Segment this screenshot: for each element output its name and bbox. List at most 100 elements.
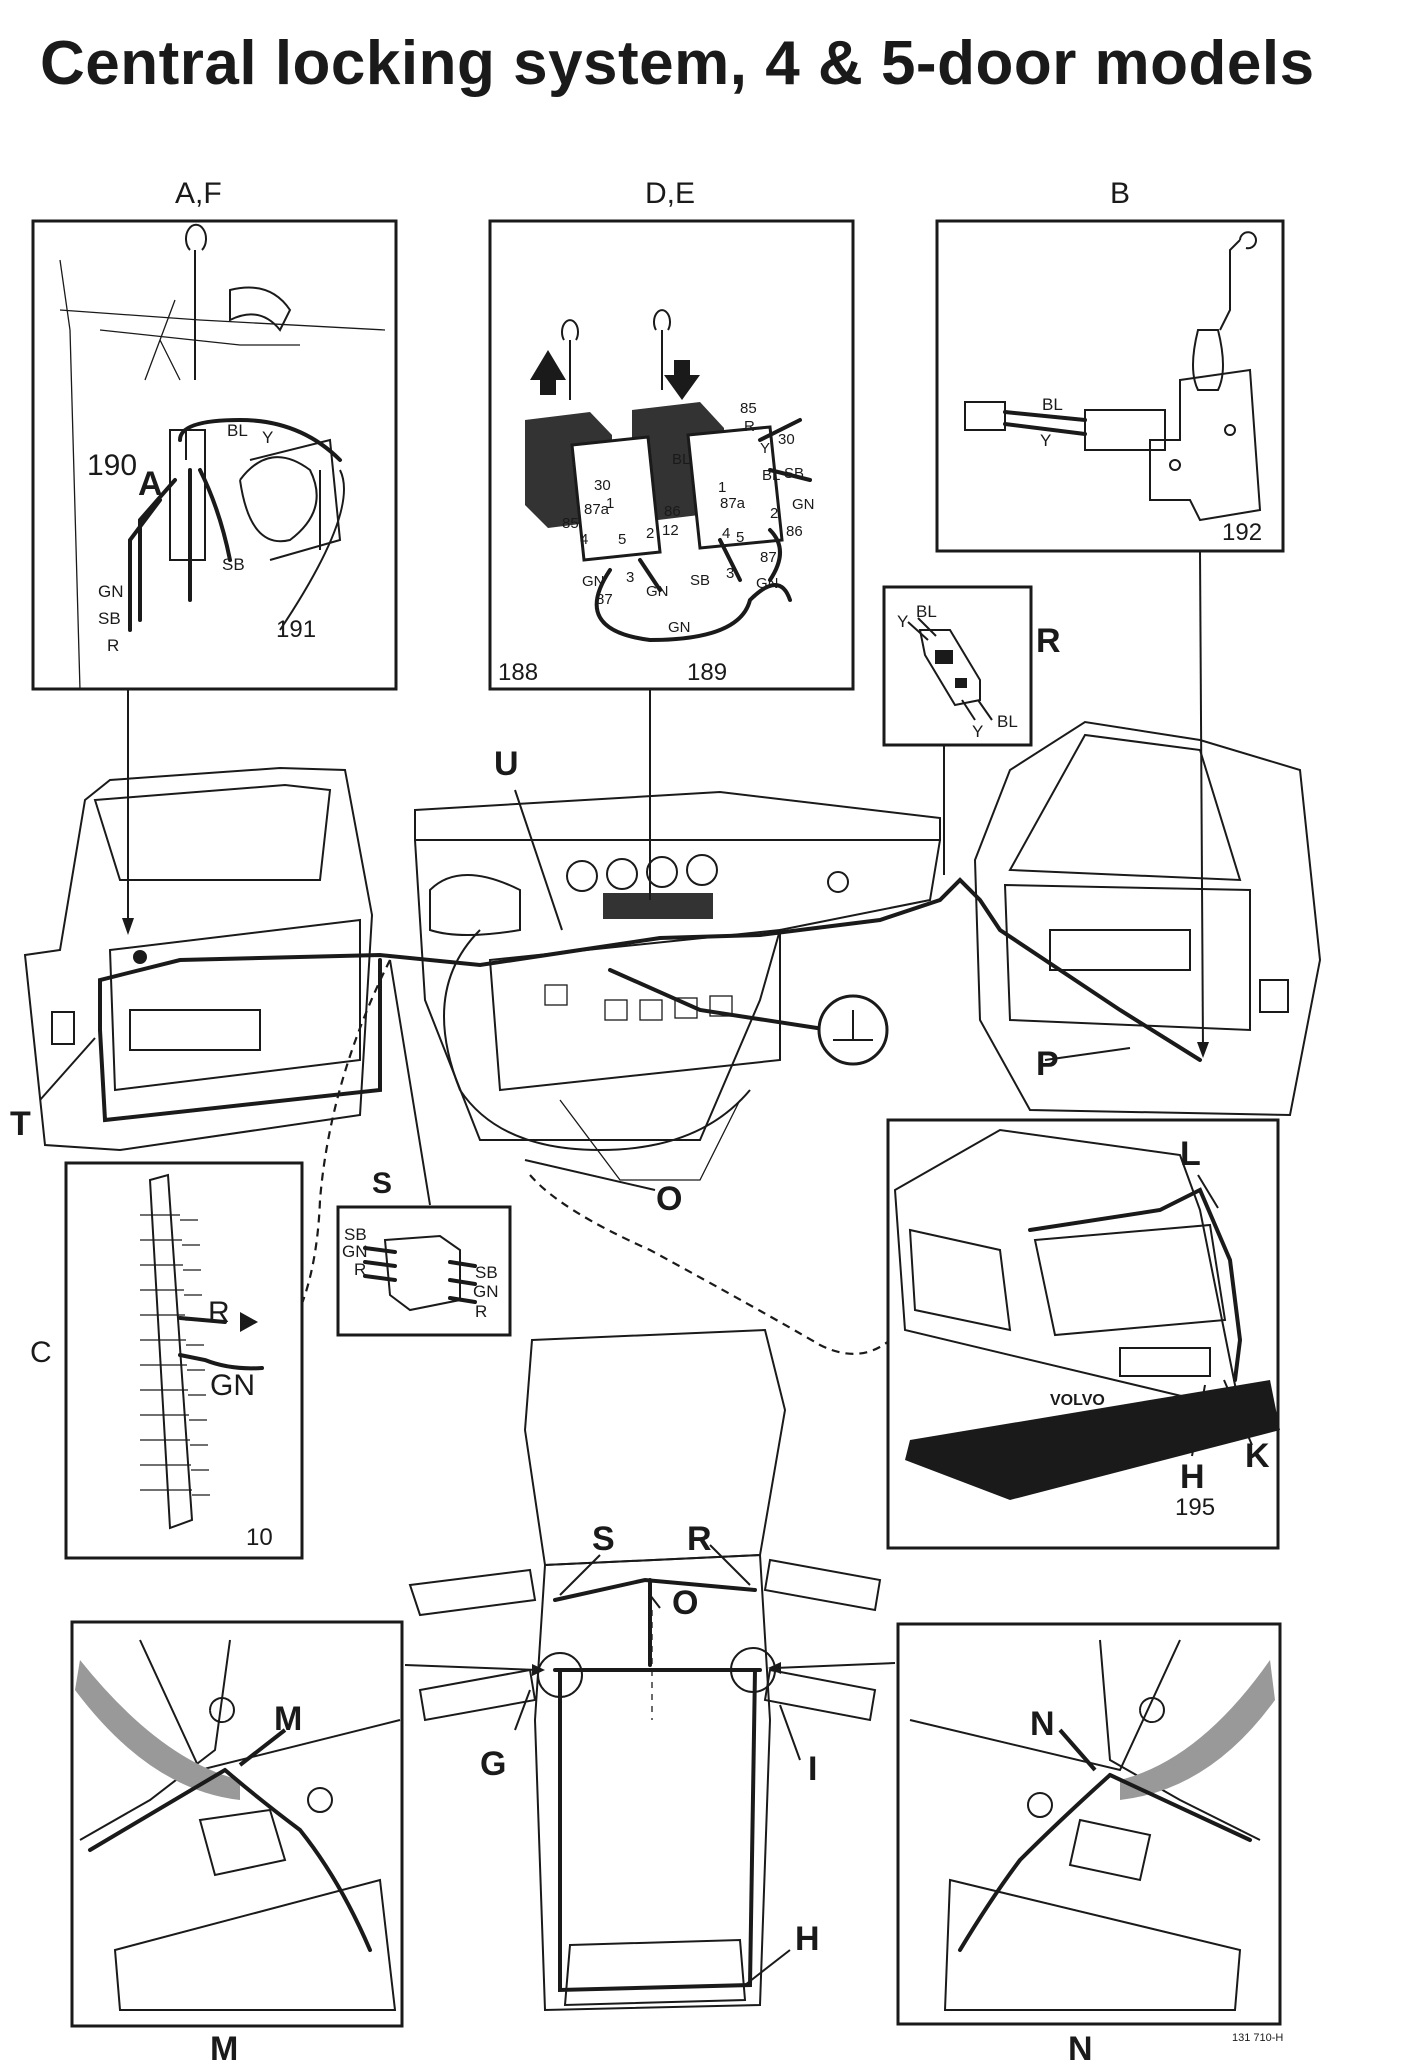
panel-s: S SB GN R SB GN R (336, 1167, 512, 1337)
pin-gn-right: GN (792, 496, 815, 513)
panel-s-frame (336, 1205, 512, 1337)
left-door-armrest (129, 1009, 261, 1051)
down-arrow-icon (664, 360, 700, 400)
panel-n-door-frame (943, 1878, 1242, 2011)
panel-r: R Y BL Y BL (882, 585, 1061, 747)
steering-wheel (443, 929, 751, 1152)
pin-y: Y (760, 440, 770, 457)
pin-85-left: 85 (562, 515, 579, 532)
switch-5 (709, 995, 733, 1017)
panel-af-wire-y: Y (262, 428, 273, 447)
pin-4-left: 4 (580, 531, 588, 548)
pin-85-top: 85 (740, 400, 757, 417)
panel-de-ref-189: 189 (687, 659, 727, 686)
panel-tailgate: VOLVO L H K 195 (886, 1118, 1280, 1550)
panel-b-actuator-body (1149, 368, 1262, 522)
leader-s (389, 959, 431, 1206)
tailgate-harness (1028, 1187, 1243, 1382)
callout-plan-s: S (592, 1520, 615, 1558)
panel-af-wires (128, 417, 342, 632)
left-door-lock-knob (133, 950, 147, 964)
pin-86-right: 86 (786, 523, 803, 540)
panel-af-wire-r: R (107, 636, 119, 655)
callout-p: P (1036, 1045, 1059, 1083)
panel-r-pin-2 (955, 678, 967, 688)
panel-c-wires (178, 1316, 264, 1371)
switch-1 (544, 984, 568, 1006)
left-door-handle (51, 1011, 75, 1045)
panel-r-leads (907, 617, 993, 721)
callout-plan-h: H (795, 1920, 820, 1958)
panel-s-wires (363, 1246, 477, 1304)
pin-86-left: 86 (664, 503, 681, 520)
right-door-window (1008, 733, 1242, 882)
pin-r: R (744, 418, 755, 435)
left-door-outline (23, 766, 374, 1152)
pin-30-right: 30 (778, 431, 795, 448)
panel-c-wire-r: R (208, 1296, 230, 1329)
right-door-trim (1003, 883, 1251, 1032)
lock-knob-icon (561, 309, 671, 400)
panel-n-lock (1068, 1818, 1152, 1882)
callout-m: M (274, 1700, 302, 1738)
panel-c-arrow-icon (240, 1312, 258, 1332)
panel-r-wire-y-bottom: Y (972, 722, 983, 741)
panel-tailgate-frame (886, 1118, 1280, 1550)
pin-1-left: 1 (606, 495, 614, 512)
main-harness (98, 877, 1202, 1062)
panel-r-connector (918, 629, 981, 707)
panel-s-wire-sb-right: SB (475, 1263, 498, 1282)
panel-n: N N (896, 1622, 1282, 2065)
callout-l: L (1180, 1135, 1201, 1173)
panel-m-heart-hole (209, 1697, 235, 1724)
center-console-relays (603, 893, 713, 919)
pin-gn-bottom: GN (668, 619, 691, 636)
panel-b-mount-hole (1169, 459, 1181, 471)
panel-b-connector-body (1084, 409, 1166, 451)
panel-b-plug (964, 401, 1006, 431)
panel-af-solenoid (169, 429, 206, 561)
gauge-cluster (566, 854, 849, 893)
panel-m-wires (88, 1768, 372, 1952)
leader-u (514, 789, 563, 931)
pin-1-right: 1 (718, 479, 726, 496)
plan-circle-left (537, 1652, 583, 1698)
panel-n-frame (896, 1622, 1282, 2026)
panel-af: A,F 190 A BL Y SB GN SB R 191 (31, 177, 398, 691)
panel-s-wire-gn-left: GN (342, 1242, 368, 1261)
panel-af-wire-sb: SB (98, 609, 121, 628)
pin-4-right: 4 (722, 525, 730, 542)
up-arrow-icon (530, 350, 566, 395)
left-door-window (93, 783, 332, 881)
pin-5-right: 5 (736, 529, 744, 546)
callout-plan-r: R (687, 1520, 712, 1558)
plan-open-doors (408, 1558, 882, 1722)
pin-3-right: 3 (726, 565, 734, 582)
page-title: Central locking system, 4 & 5-door model… (40, 29, 1315, 98)
right-door-armrest (1049, 929, 1191, 971)
panel-af-bracket (249, 438, 342, 561)
panel-m-grommet (307, 1787, 333, 1813)
panel-m-arrow (238, 1728, 287, 1767)
panel-n-grommet (1027, 1792, 1053, 1818)
dashboard-face (414, 839, 941, 1141)
panel-s-label: S (372, 1167, 392, 1200)
pin-87-right: 87 (760, 549, 777, 566)
panel-c-wire-gn: GN (210, 1369, 255, 1402)
pin-bl-left: BL (672, 451, 690, 468)
left-door (23, 766, 374, 1152)
callout-h: H (1180, 1458, 1205, 1496)
plan-cabin (533, 1553, 772, 2012)
dashboard-view (414, 790, 941, 1181)
leader-af-arrowhead (122, 918, 134, 935)
plan-hood (523, 1328, 787, 1567)
speedometer (429, 874, 521, 936)
callout-u: U (494, 745, 519, 783)
plan-tailgate (563, 1938, 747, 2007)
panel-n-label: N (1068, 2030, 1093, 2065)
panel-m: M M (70, 1620, 404, 2065)
plan-detail-leaders (404, 1662, 896, 1671)
rear-bumper (905, 1380, 1280, 1500)
pin-5-left: 5 (618, 531, 626, 548)
panel-af-lock-knob (185, 223, 207, 380)
